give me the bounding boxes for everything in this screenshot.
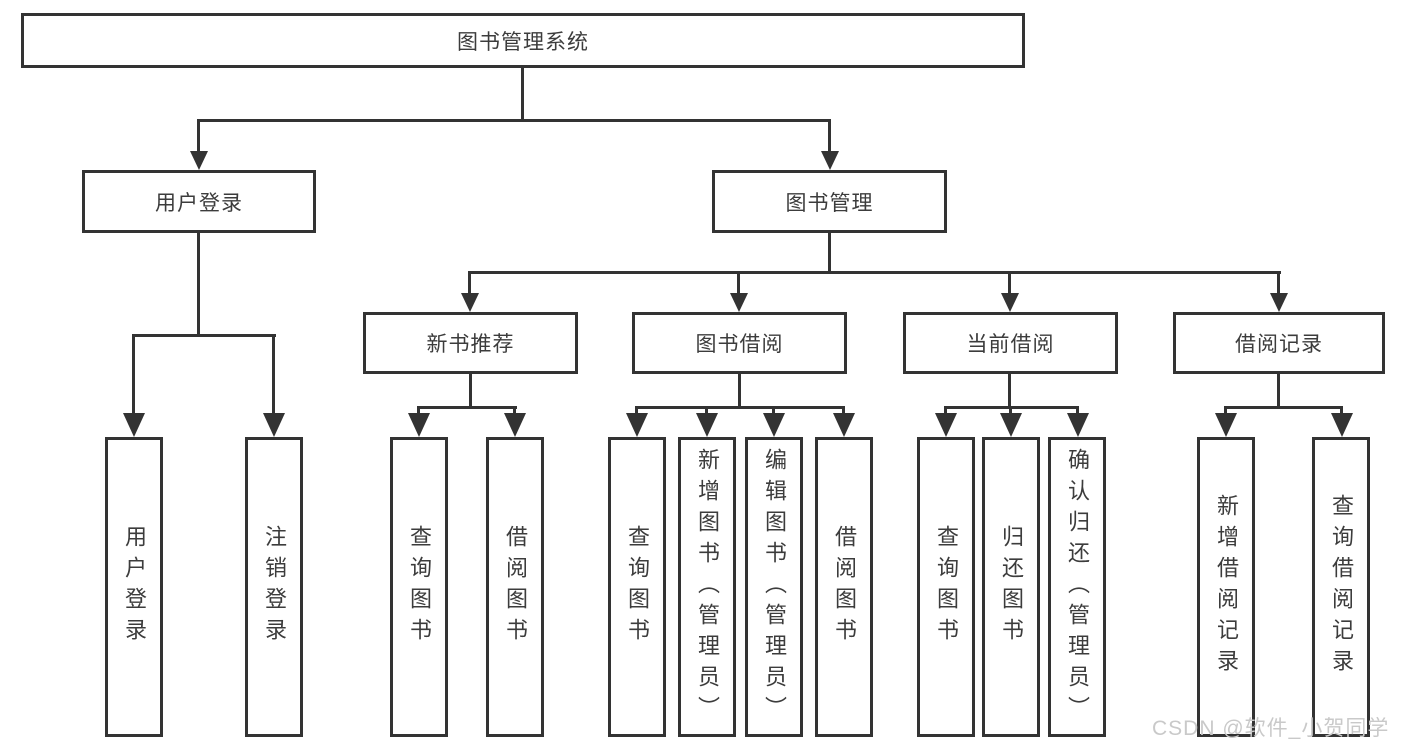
connector-group-rail xyxy=(635,406,845,409)
connector-drop-group xyxy=(1008,271,1011,295)
node-book-borrow: 图书借阅 xyxy=(632,312,847,374)
arrow-down-icon xyxy=(1001,293,1019,312)
arrow-down-icon xyxy=(190,151,208,170)
leaf-query-borrow-record: 查询借阅记录 xyxy=(1312,437,1370,737)
connector-user-login-stem xyxy=(197,233,200,337)
arrow-down-icon xyxy=(408,413,430,437)
node-new-book-recommend-label: 新书推荐 xyxy=(426,333,515,356)
arrow-down-icon xyxy=(123,413,145,437)
node-root-label: 图书管理系统 xyxy=(457,30,589,54)
node-borrow-record: 借阅记录 xyxy=(1173,312,1385,374)
leaf-confirm-return-admin: 确认归还（管理员） xyxy=(1048,437,1106,737)
node-book-mgmt: 图书管理 xyxy=(712,170,947,233)
node-user-login-label: 用户登录 xyxy=(155,191,243,215)
connector-drop-group xyxy=(468,271,471,295)
arrow-down-icon xyxy=(263,413,285,437)
connector-group-rail xyxy=(1224,406,1343,409)
connector-group-stem xyxy=(1277,374,1280,409)
node-book-mgmt-label: 图书管理 xyxy=(785,191,874,215)
connector-drop-leaf xyxy=(705,406,708,418)
leaf-logout: 注销登录 xyxy=(245,437,303,737)
arrow-down-icon xyxy=(821,151,839,170)
connector-root-rail xyxy=(197,119,831,122)
connector-drop-leaf xyxy=(513,406,516,418)
connector-user-login-rail xyxy=(132,334,276,337)
arrow-down-icon xyxy=(461,293,479,312)
arrow-down-icon xyxy=(730,293,748,312)
connector-drop-leaf xyxy=(635,406,638,418)
arrow-down-icon xyxy=(626,413,648,437)
connector-drop-leaf xyxy=(944,406,947,418)
connector-drop-book-mgmt xyxy=(828,119,831,155)
connector-group-stem xyxy=(738,374,741,409)
node-borrow-record-label: 借阅记录 xyxy=(1235,333,1323,356)
leaf-borrow-book: 借阅图书 xyxy=(815,437,873,737)
connector-root-stem xyxy=(521,68,524,122)
node-book-borrow-label: 图书借阅 xyxy=(695,333,784,356)
leaf-query-book-recommend: 查询图书 xyxy=(390,437,448,737)
arrow-down-icon xyxy=(504,413,526,437)
connector-drop-leaf xyxy=(272,334,275,416)
connector-drop-leaf xyxy=(1076,406,1079,418)
connector-drop-group xyxy=(737,271,740,295)
leaf-return-book: 归还图书 xyxy=(982,437,1040,737)
leaf-add-book-admin: 新增图书（管理员） xyxy=(678,437,736,737)
connector-drop-leaf xyxy=(1009,406,1012,418)
arrow-down-icon xyxy=(1270,293,1288,312)
connector-drop-leaf xyxy=(1340,406,1343,418)
leaf-query-book-current: 查询图书 xyxy=(917,437,975,737)
connector-drop-user-login xyxy=(197,119,200,155)
arrow-down-icon xyxy=(696,413,718,437)
connector-drop-leaf xyxy=(1224,406,1227,418)
node-user-login: 用户登录 xyxy=(82,170,316,233)
node-new-book-recommend: 新书推荐 xyxy=(363,312,578,374)
arrow-down-icon xyxy=(763,413,785,437)
leaf-query-book-borrow: 查询图书 xyxy=(608,437,666,737)
leaf-user-login: 用户登录 xyxy=(105,437,163,737)
connector-book-mgmt-rail xyxy=(468,271,1281,274)
connector-group-stem xyxy=(469,374,472,409)
connector-drop-leaf xyxy=(132,334,135,416)
node-current-borrow: 当前借阅 xyxy=(903,312,1118,374)
arrow-down-icon xyxy=(1331,413,1353,437)
connector-drop-leaf xyxy=(842,406,845,418)
arrow-down-icon xyxy=(1067,413,1089,437)
connector-drop-group xyxy=(1277,271,1280,295)
node-root: 图书管理系统 xyxy=(21,13,1025,68)
leaf-borrow-book-recommend: 借阅图书 xyxy=(486,437,544,737)
arrow-down-icon xyxy=(935,413,957,437)
connector-drop-leaf xyxy=(772,406,775,418)
connector-drop-leaf xyxy=(417,406,420,418)
arrow-down-icon xyxy=(1215,413,1237,437)
leaf-edit-book-admin: 编辑图书（管理员） xyxy=(745,437,803,737)
arrow-down-icon xyxy=(1000,413,1022,437)
connector-group-stem xyxy=(1008,374,1011,409)
csdn-watermark: CSDN @软件_小贺同学 xyxy=(1152,717,1390,740)
leaf-add-borrow-record: 新增借阅记录 xyxy=(1197,437,1255,737)
arrow-down-icon xyxy=(833,413,855,437)
connector-group-rail xyxy=(417,406,517,409)
node-current-borrow-label: 当前借阅 xyxy=(966,333,1055,356)
connector-book-mgmt-stem xyxy=(828,233,831,274)
